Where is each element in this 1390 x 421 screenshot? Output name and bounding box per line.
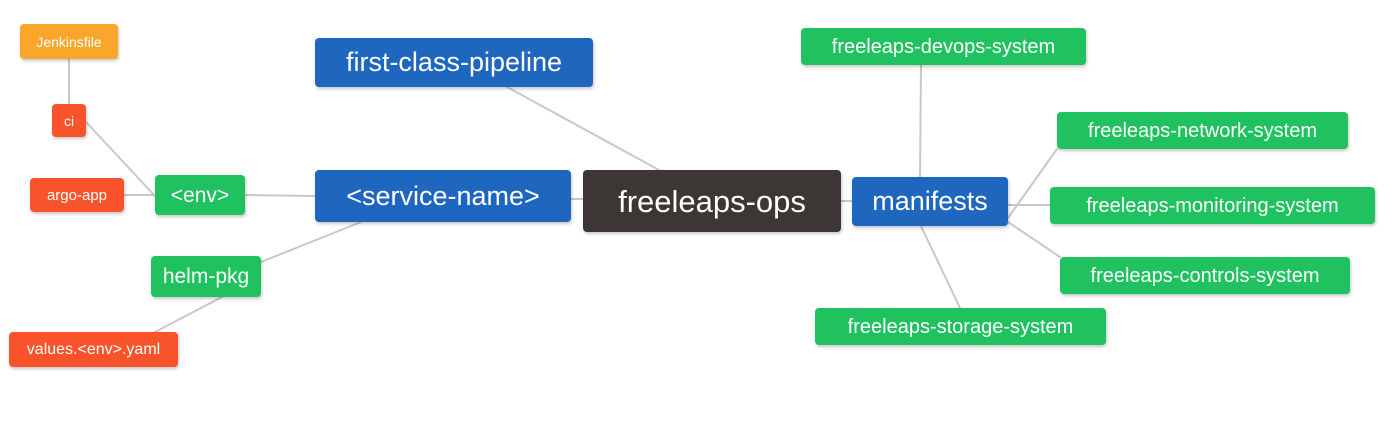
edge-first-class-pipeline-to-freeleaps-ops (506, 86, 660, 171)
node-argo-app[interactable]: argo-app (30, 178, 124, 212)
node-label: freeleaps-ops (618, 183, 806, 219)
node-label: <service-name> (346, 180, 540, 211)
node-jenkinsfile[interactable]: Jenkinsfile (20, 24, 118, 59)
edge-helm-pkg-to-service-name (260, 221, 362, 263)
node-values-env-yaml[interactable]: values.<env>.yaml (9, 332, 178, 367)
node-freeleaps-monitoring-system[interactable]: freeleaps-monitoring-system (1050, 187, 1375, 224)
node-label: Jenkinsfile (36, 33, 102, 50)
node-first-class-pipeline[interactable]: first-class-pipeline (315, 38, 593, 87)
node-freeleaps-ops[interactable]: freeleaps-ops (583, 170, 841, 232)
node-ci[interactable]: ci (52, 104, 86, 137)
node-manifests[interactable]: manifests (852, 177, 1008, 226)
edge-env-to-service-name (244, 194, 316, 197)
node-freeleaps-network-system[interactable]: freeleaps-network-system (1057, 112, 1348, 149)
node-service-name[interactable]: <service-name> (315, 170, 571, 222)
node-helm-pkg[interactable]: helm-pkg (151, 256, 261, 297)
node-label: freeleaps-storage-system (847, 315, 1074, 338)
node-label: <env> (170, 183, 230, 207)
node-label: argo-app (46, 186, 108, 204)
node-label: manifests (872, 186, 988, 216)
node-label: helm-pkg (162, 265, 250, 288)
edge-manifests-to-freeleaps-storage-system (920, 225, 961, 309)
node-label: freeleaps-network-system (1088, 119, 1317, 142)
node-env[interactable]: <env> (155, 175, 245, 215)
node-label: first-class-pipeline (345, 47, 563, 77)
edge-values-env-yaml-to-helm-pkg (154, 296, 223, 333)
node-freeleaps-storage-system[interactable]: freeleaps-storage-system (815, 308, 1106, 345)
node-freeleaps-devops-system[interactable]: freeleaps-devops-system (801, 28, 1086, 65)
node-label: freeleaps-monitoring-system (1086, 194, 1339, 217)
node-freeleaps-controls-system[interactable]: freeleaps-controls-system (1060, 257, 1350, 294)
edge-manifests-to-freeleaps-devops-system (919, 64, 922, 178)
node-label: values.<env>.yaml (26, 340, 161, 358)
node-label: ci (63, 112, 75, 129)
node-label: freeleaps-devops-system (831, 35, 1056, 58)
node-label: freeleaps-controls-system (1090, 264, 1320, 287)
edge-manifests-to-freeleaps-controls-system (1007, 221, 1061, 258)
